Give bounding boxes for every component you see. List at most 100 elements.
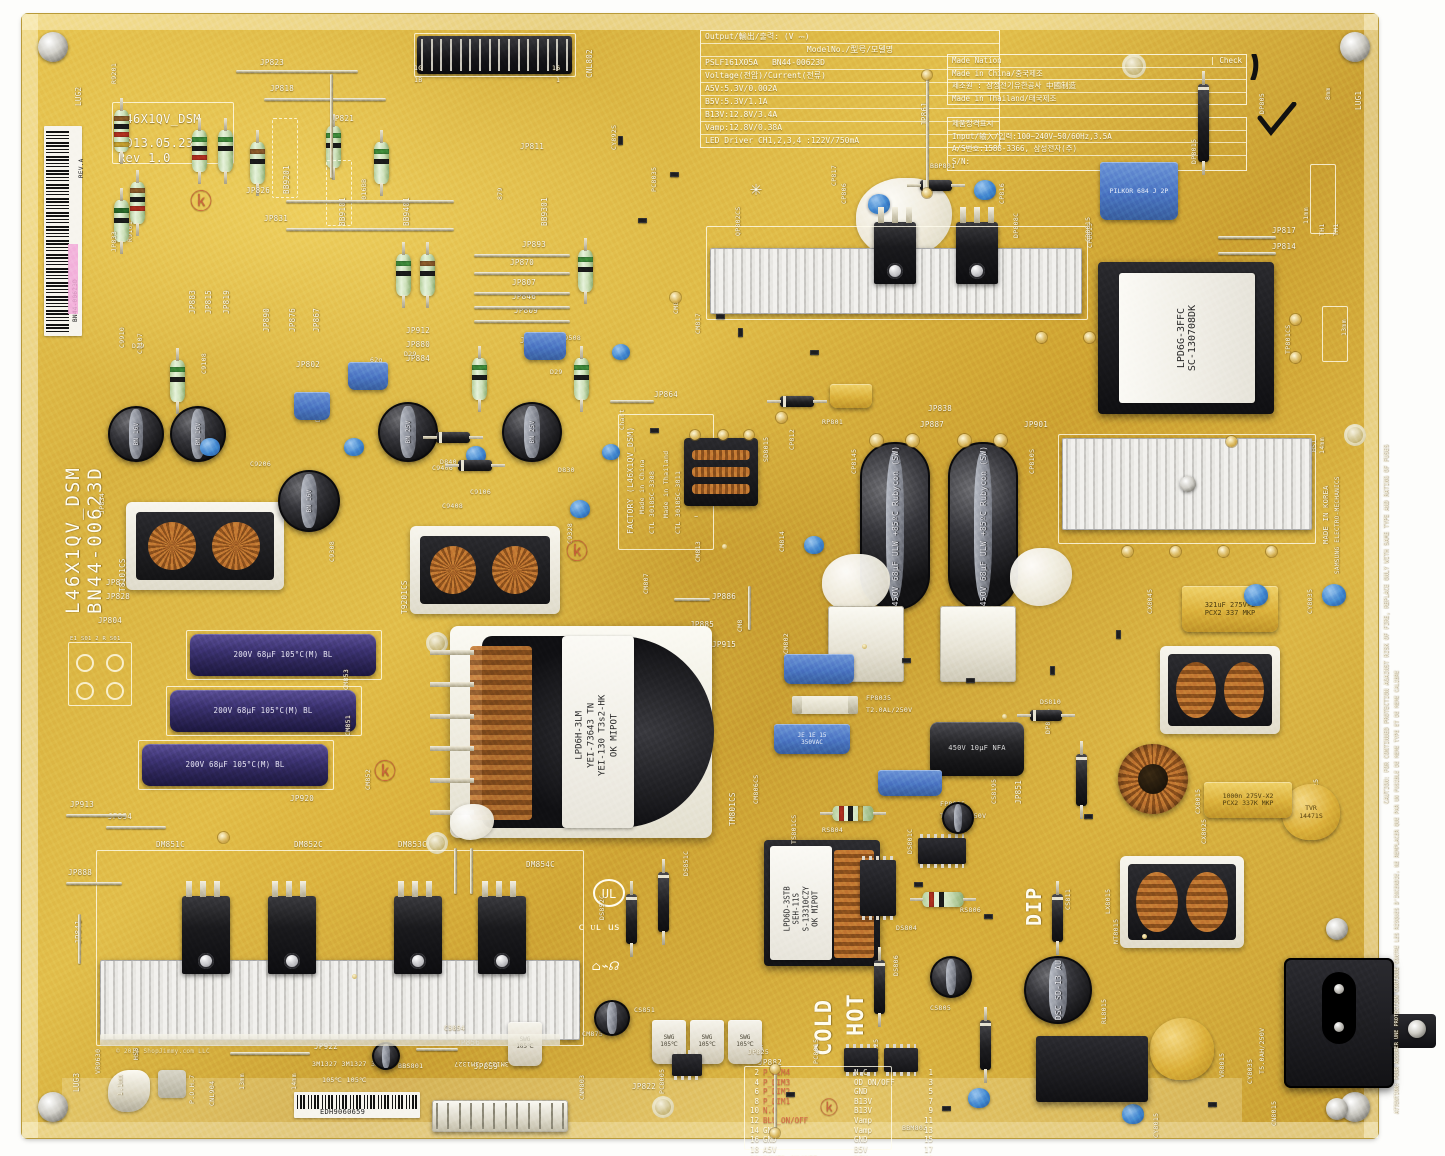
jumper-jp846-wire [474,306,570,309]
pin-name: Vamp [854,1115,873,1125]
ac-inlet-cn8015[interactable] [1284,958,1394,1088]
silk-cnl802-pin-1g: 1G [414,64,423,72]
band [929,892,934,907]
made-row-3: Made in Thailand/태국제조 [952,93,1057,103]
smd-r1 [716,314,725,319]
silk-kb-mark-1: ⓚ [190,190,213,215]
insulator-cp810s [940,606,1016,682]
cap-cs805-stripe [945,958,957,996]
mosfet-dm852c-screw [284,953,300,969]
cap-cs809: 450V 10µF NFA [930,722,1024,776]
smd-r4 [902,658,911,663]
cap-c9835-text: BN 16V [194,422,202,446]
silk-jp880: JP880 [406,340,431,349]
cap-c9837-text: BN 25V [404,420,412,444]
cap-cm852: 200V 68µF 105°C(M) BL [170,690,356,732]
input-row-2: A/S번호:1588-3366, 삼성전자(주) [948,143,1246,156]
cul-logo: c ᴜʟ us [578,914,620,936]
transformer-tm801cs-bobbin [470,646,532,820]
silk-dm853c: DM853C [398,840,427,849]
choke-t9201cs-w1 [430,546,476,594]
pin-num: 17 [923,1144,933,1154]
diode-d840-band [461,460,464,471]
barcode-left-rev: REV.A [78,158,85,178]
smd-r7 [914,882,923,887]
pin-name: N.C [763,1106,777,1116]
silk-105c: 105℃ 105℃ [322,1076,367,1084]
silk-ds810: DS810 [1040,698,1062,706]
band [396,261,411,266]
silk-jp807: JP807 [512,278,537,287]
pcb-board: LUG2 LUG1 LUG3 CNL802 1G 16 1B 1 Output/… [22,14,1436,1156]
silk-jp826: JP826 [246,186,271,195]
silk-jp822: JP822 [632,1082,657,1091]
heatsink-hs1-screw [1180,476,1196,492]
mosfet-dp808c[interactable] [956,207,998,284]
film-cap-cb8015-brand: PILKOR 684 J 2P [1109,187,1169,195]
silk-attention-warning: ATTENTION: POUR ASSURER UNE PROTECTION C… [1394,670,1400,1115]
mosfet-qp802cs[interactable] [874,207,916,284]
mosfet-dm852c-legs [272,881,306,897]
silk-jp867: JP867 [312,307,321,332]
cap-c9837: BN 25V [378,402,438,462]
disc-cap-c9110 [200,438,220,456]
silk-jp811: JP811 [520,142,545,151]
mosfet-dm851c[interactable] [182,881,230,974]
band [170,377,185,382]
spec-row-1-left: PSLF161X05A [705,58,758,67]
board-edge-left [22,14,38,1138]
resistor-r9403 [420,242,435,308]
silk-jp815: JP815 [204,289,213,314]
silk-cm814: CM814 [778,530,786,552]
jumper-jp922-wire [230,1052,310,1055]
silk-pc8005: PC8005 [658,1068,666,1094]
resistor-jp833 [114,188,129,254]
connector-cnm803[interactable] [432,1100,568,1132]
pin-row: 2P_DIM4 [746,1068,817,1078]
silk-board-model: L46X1QV_DSM [118,112,201,126]
made-row-0: Made Nation Check [948,55,1246,68]
mosfet-dm853c[interactable] [394,881,442,974]
silk-cm8: CM8 [736,619,744,632]
pad-generic-8 [218,832,229,843]
silk-cx8015: CX8015 [1194,788,1202,814]
silk-879: 879 [496,187,504,200]
pad-generic-12 [1266,546,1277,557]
transformer-tm801cs-text: LPD6H-3LM YEI-73643 TN YEI-130 T3s2-HK O… [574,694,620,777]
transformer-tp801cs: LPD6G-3FFC SC-130708DK [1098,262,1274,414]
diode-ds810-band [1033,710,1036,721]
silk-jp802: JP802 [296,360,321,369]
silk-c9508: C9508 [560,334,582,342]
band [170,367,185,372]
spec-row-7: LED Driver CH1,2,3,4 :122V/750mA [705,136,860,145]
connector-cnl802[interactable] [417,36,572,74]
silk-r9201: R9201 [110,62,118,84]
mosfet-dm854c[interactable] [478,881,526,974]
silk-cy8035b: CY8035 [1246,1058,1254,1084]
band [114,116,129,121]
silk-fs8015: T5.0AH/250V [1258,1027,1266,1074]
mosfet-dm852c[interactable] [268,881,316,974]
silk-jp838: JP838 [928,404,953,413]
pin-num: 14 [749,1125,759,1135]
cap-cs851b [372,1042,400,1070]
silk-jp821: JP821 [330,114,355,123]
silk-cs851: CS851 [634,1006,656,1014]
silk-cnm803: CNM803 [578,1074,586,1100]
diode-cs8195-band [980,1023,991,1026]
pin-name: GND [763,1135,777,1145]
silk-c9408: C9408 [442,502,464,510]
smd-r14 [618,136,623,145]
silk-pc8035b: PC8035 [650,166,658,192]
silk-dm854c: DM854C [526,860,555,869]
resistor-r9502 [472,346,487,412]
diode-ds852c-band [626,897,637,900]
choke-t9201cs-w2 [492,546,538,594]
silk-cm807: CM807 [642,572,650,594]
band [848,806,853,821]
pin-num: 6 [754,1087,759,1097]
mosfet-dm851c-legs [186,881,220,897]
silk-cp816: CP816 [998,182,1006,204]
